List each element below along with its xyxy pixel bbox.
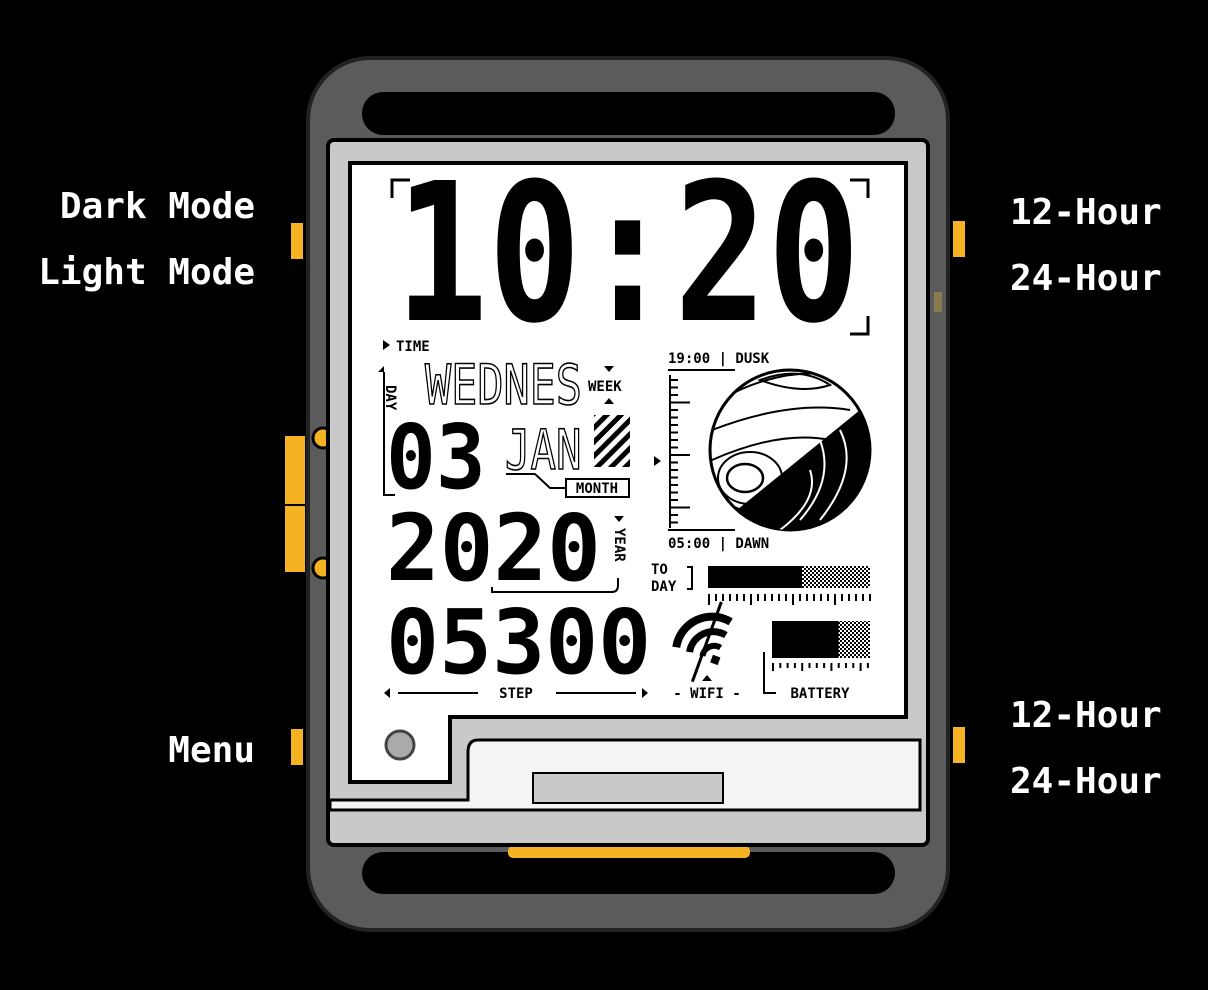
step-count: 05300 [386,590,652,694]
bottom-strap-slot [362,852,895,894]
month-hatch [594,415,630,467]
battery-level-fill [772,621,839,658]
today-ticks [708,594,871,605]
wifi-icon [672,601,733,683]
sun-ruler [669,375,690,528]
day-display: 03 [386,405,486,509]
day-label: DAY [382,385,398,411]
planet-icon [708,368,872,532]
time-label: TIME [396,339,430,355]
today-label: TO [651,562,668,578]
battery-label: BATTERY [790,686,850,702]
menu-button-icon[interactable] [384,729,416,761]
24-hour-label-top: 24-Hour [1010,258,1162,299]
screen [348,161,908,784]
step-label: STEP [499,686,533,702]
24-hour-label-bottom: 24-Hour [1010,761,1162,802]
light-mode-label: Light Mode [38,252,255,293]
dark-mode-label: Dark Mode [60,186,255,227]
time-display: 10:20 [395,143,861,366]
today-progress-fill [708,566,802,588]
weekday-display: WEDNES [424,353,582,417]
year-display: 2020 [386,495,601,602]
month-display: JAN [504,418,582,482]
year-label: YEAR [611,528,627,562]
today-label-2: DAY [651,579,677,595]
dawn-time: 05:00 | DAWN [668,536,769,552]
battery-ticks [772,663,869,671]
month-label: MONTH [576,481,618,497]
wifi-label: - WIFI - [673,686,740,702]
side-crown-button[interactable] [283,434,307,574]
12-hour-label-bottom: 12-Hour [1010,695,1162,736]
top-strap-slot [362,92,895,135]
accent-strip [508,846,750,858]
battery-icon [772,621,870,658]
menu-label: Menu [168,730,255,771]
week-label: WEEK [588,379,622,395]
dusk-time: 19:00 | DUSK [668,351,770,367]
bottom-slot [532,772,724,804]
12-hour-label-top: 12-Hour [1010,192,1162,233]
